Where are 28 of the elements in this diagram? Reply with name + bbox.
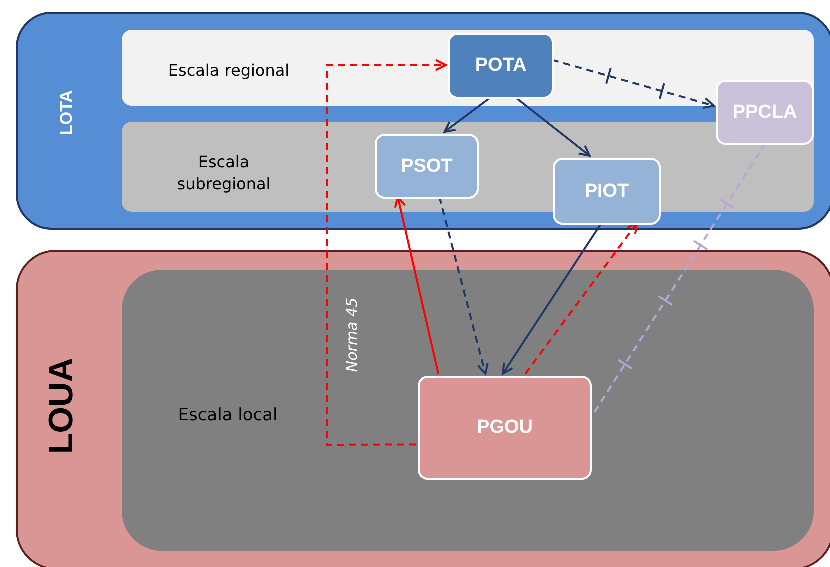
arrow bbox=[438, 196, 489, 375]
framework-label: LOUA bbox=[42, 358, 82, 454]
framework-panel bbox=[16, 12, 830, 230]
box-label: POTA bbox=[475, 55, 527, 77]
scale-label: Escala regional bbox=[167, 60, 291, 82]
arrow bbox=[524, 222, 638, 375]
plan-box bbox=[375, 134, 479, 199]
scale-label: Escala local bbox=[177, 404, 279, 428]
scale-label: Escala subregional bbox=[176, 151, 272, 195]
scale-band bbox=[122, 270, 814, 551]
box-label: PIOT bbox=[584, 180, 630, 202]
box-label: PGOU bbox=[477, 417, 533, 439]
arrow bbox=[552, 59, 715, 110]
arrow bbox=[444, 96, 492, 133]
arrow bbox=[502, 222, 603, 375]
scale-band bbox=[122, 30, 814, 106]
box-label: PPCLA bbox=[732, 102, 798, 124]
framework-panel bbox=[16, 250, 830, 567]
connector-line bbox=[589, 142, 767, 420]
plan-box bbox=[418, 376, 592, 480]
plan-box bbox=[553, 158, 661, 225]
plan-box bbox=[448, 33, 554, 99]
plan-box bbox=[716, 80, 814, 145]
arrow bbox=[326, 59, 447, 446]
arrow bbox=[514, 96, 591, 157]
framework-label: LOTA bbox=[57, 90, 77, 136]
arrow bbox=[394, 196, 440, 374]
box-label: PSOT bbox=[401, 156, 453, 178]
